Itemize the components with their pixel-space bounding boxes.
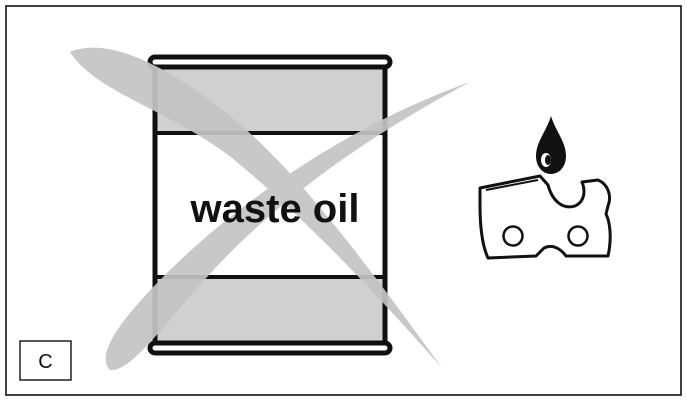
figure-frame bbox=[5, 5, 682, 396]
cross-out-mark bbox=[70, 47, 471, 371]
cross-stroke-ascending bbox=[105, 82, 471, 371]
chain-rivet-right bbox=[567, 225, 589, 247]
drum-bottom-rim bbox=[147, 340, 393, 356]
drum-top-rim bbox=[147, 54, 393, 70]
cross-stroke-descending bbox=[70, 47, 442, 369]
drum-label: waste oil bbox=[190, 187, 360, 231]
chain-rivet-left bbox=[502, 225, 524, 247]
oil-drop-icon bbox=[536, 116, 566, 174]
panel-label-box: C bbox=[19, 340, 72, 381]
saw-chain-link-icon bbox=[478, 174, 612, 260]
oil-drum-icon bbox=[147, 54, 393, 356]
panel-label: C bbox=[38, 351, 52, 373]
